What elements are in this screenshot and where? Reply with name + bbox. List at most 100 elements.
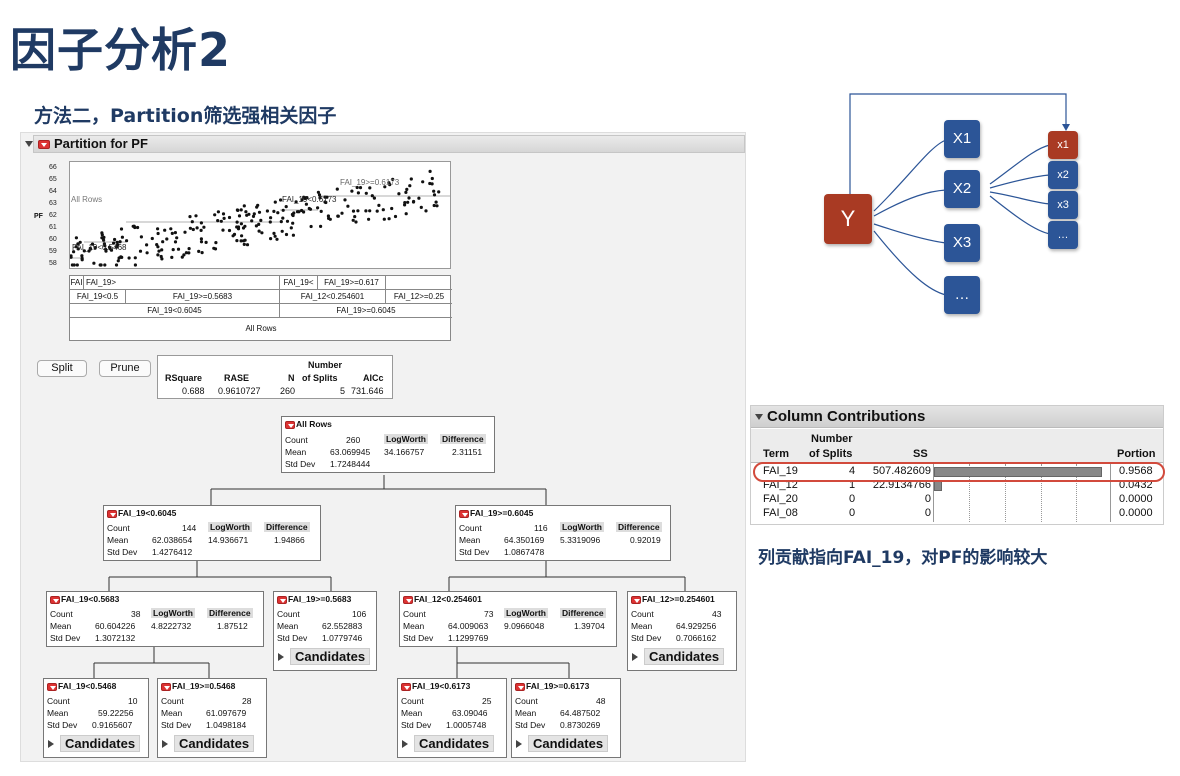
partition-cell[interactable]: FAI_19> (84, 276, 280, 290)
node-title: FAI_19<0.6045 (118, 508, 177, 518)
node-menu-icon[interactable] (401, 682, 411, 691)
stat-value: 1.3072132 (95, 633, 136, 643)
partition-cell[interactable]: All Rows (245, 324, 277, 333)
node-menu-icon[interactable] (161, 682, 171, 691)
tree-node-fai19-ge-06045[interactable]: FAI_19>=0.6045 Count 116 Mean 64.350169 … (455, 505, 671, 561)
y-tick: 64 (49, 188, 57, 195)
logworth-header: LogWorth (208, 522, 252, 532)
partition-cell[interactable]: FAI_19< (280, 276, 318, 290)
disclosure-triangle-icon (632, 652, 638, 661)
tree-node-fai19-ge-05683[interactable]: FAI_19>=0.5683 Count 106 Mean 62.552883 … (273, 591, 377, 671)
tree-node-fai19-lt-06045[interactable]: FAI_19<0.6045 Count 144 Mean 62.038654 S… (103, 505, 321, 561)
scatter-point (160, 257, 164, 261)
stat-value: 59.22256 (98, 708, 134, 718)
y-tick: 62 (49, 212, 57, 219)
partition-cell[interactable]: FAI_19>=0.5683 (126, 290, 280, 304)
scatter-point (350, 189, 354, 193)
partition-cell[interactable]: FAI_19<0.6045 (70, 304, 280, 318)
scatter-point (216, 210, 220, 214)
partition-cell[interactable]: FAI_12<0.254601 (280, 290, 386, 304)
node-menu-icon[interactable] (50, 595, 60, 604)
scatter-point (219, 219, 223, 223)
stat-label: Count (285, 435, 308, 445)
scatter-point (269, 216, 273, 220)
disclosure-triangle-icon[interactable] (755, 414, 763, 420)
split-button[interactable]: Split (37, 360, 87, 377)
red-triangle-menu-icon[interactable] (38, 140, 50, 149)
tree-node-fai19-ge-06173[interactable]: FAI_19>=0.6173 Count 48 Mean 64.487502 S… (511, 678, 621, 758)
scatter-point (377, 203, 381, 207)
scatter-point (387, 217, 391, 221)
scatter-point (222, 216, 226, 220)
tree-node-fai12-ge-0254601[interactable]: FAI_12>=0.254601 Count 43 Mean 64.929256… (627, 591, 737, 671)
candidates-toggle[interactable]: Candidates (278, 648, 371, 666)
scatter-point (199, 221, 203, 225)
partition-cell[interactable]: FAI_12>=0.25 (386, 290, 452, 304)
scatter-point (187, 251, 191, 255)
scatter-point (327, 216, 331, 220)
partition-cell[interactable] (386, 276, 452, 290)
scatter-point (214, 241, 218, 245)
node-menu-icon[interactable] (403, 595, 413, 604)
scatter-point (114, 263, 119, 267)
candidates-toggle[interactable]: Candidates (402, 735, 495, 753)
node-menu-icon[interactable] (107, 509, 117, 518)
node-menu-icon[interactable] (277, 595, 287, 604)
scatter-point (239, 222, 243, 226)
partition-cell[interactable]: FAI_19<0.5 (70, 290, 126, 304)
partition-header[interactable]: Partition for PF (33, 135, 745, 153)
tree-node-fai19-lt-05468[interactable]: FAI_19<0.5468 Count 10 Mean 59.22256 Std… (43, 678, 149, 758)
scatter-point (390, 206, 394, 211)
scatter-point (170, 231, 174, 235)
candidates-toggle[interactable]: Candidates (516, 735, 609, 753)
candidates-toggle[interactable]: Candidates (162, 735, 255, 753)
node-menu-icon[interactable] (285, 420, 295, 429)
scatter-point (356, 209, 360, 213)
node-menu-icon[interactable] (459, 509, 469, 518)
partition-cell[interactable]: FAI_19>=0.6045 (280, 304, 452, 318)
tree-node-fai19-lt-05683[interactable]: FAI_19<0.5683 Count 38 Mean 60.604226 St… (46, 591, 264, 647)
portion-bar (934, 467, 1102, 477)
portion-cell: 0.9568 (1119, 465, 1153, 477)
scatter-point (300, 198, 304, 202)
scatter-point (100, 233, 104, 237)
difference-value: 1.94866 (274, 535, 305, 545)
tree-node-fai19-ge-05468[interactable]: FAI_19>=0.5468 Count 28 Mean 61.097679 S… (157, 678, 267, 758)
prune-button[interactable]: Prune (99, 360, 151, 377)
tree-node-fai12-lt-0254601[interactable]: FAI_12<0.254601 Count 73 Mean 64.009063 … (399, 591, 617, 647)
scatter-point (268, 220, 272, 224)
disclosure-triangle-icon[interactable] (25, 141, 33, 147)
stat-value: 48 (596, 696, 606, 706)
difference-value: 1.87512 (217, 621, 248, 631)
scatter-point (204, 240, 208, 244)
logworth-value: 14.936671 (208, 535, 249, 545)
scatter-point (353, 215, 357, 219)
scatter-point (251, 214, 256, 218)
candidates-toggle[interactable]: Candidates (48, 735, 141, 753)
scatter-point (235, 239, 239, 243)
tree-node-all-rows[interactable]: All Rows Count 260 Mean 63.069945 Std De… (281, 416, 495, 473)
scatter-point (92, 261, 96, 265)
x-node: X1 (944, 120, 980, 158)
scatter-point (216, 219, 220, 223)
scatter-point (273, 200, 277, 204)
scatter-point (182, 253, 186, 257)
difference-header: Difference (264, 522, 310, 532)
partition-cell[interactable]: FAI_19>=0.617 (318, 276, 386, 290)
scatter-point (93, 246, 97, 250)
node-title: FAI_19<0.6173 (412, 681, 471, 691)
scatter-point (188, 215, 192, 219)
node-menu-icon[interactable] (631, 595, 641, 604)
tree-node-fai19-lt-06173[interactable]: FAI_19<0.6173 Count 25 Mean 63.09046 Std… (397, 678, 507, 758)
scatter-point (335, 187, 339, 191)
scatter-point (244, 210, 248, 214)
node-menu-icon[interactable] (515, 682, 525, 691)
partition-scatter-plot[interactable]: All Rows FAI_19<0.5468 FAI_19<0.6173 FAI… (69, 161, 451, 269)
stat-label: Count (47, 696, 70, 706)
partition-cell[interactable]: FAI (70, 276, 84, 290)
candidates-toggle[interactable]: Candidates (632, 648, 725, 666)
column-contributions-header[interactable]: Column Contributions (751, 406, 1163, 428)
scatter-point (419, 205, 423, 209)
node-menu-icon[interactable] (47, 682, 57, 691)
scatter-point (319, 209, 323, 213)
